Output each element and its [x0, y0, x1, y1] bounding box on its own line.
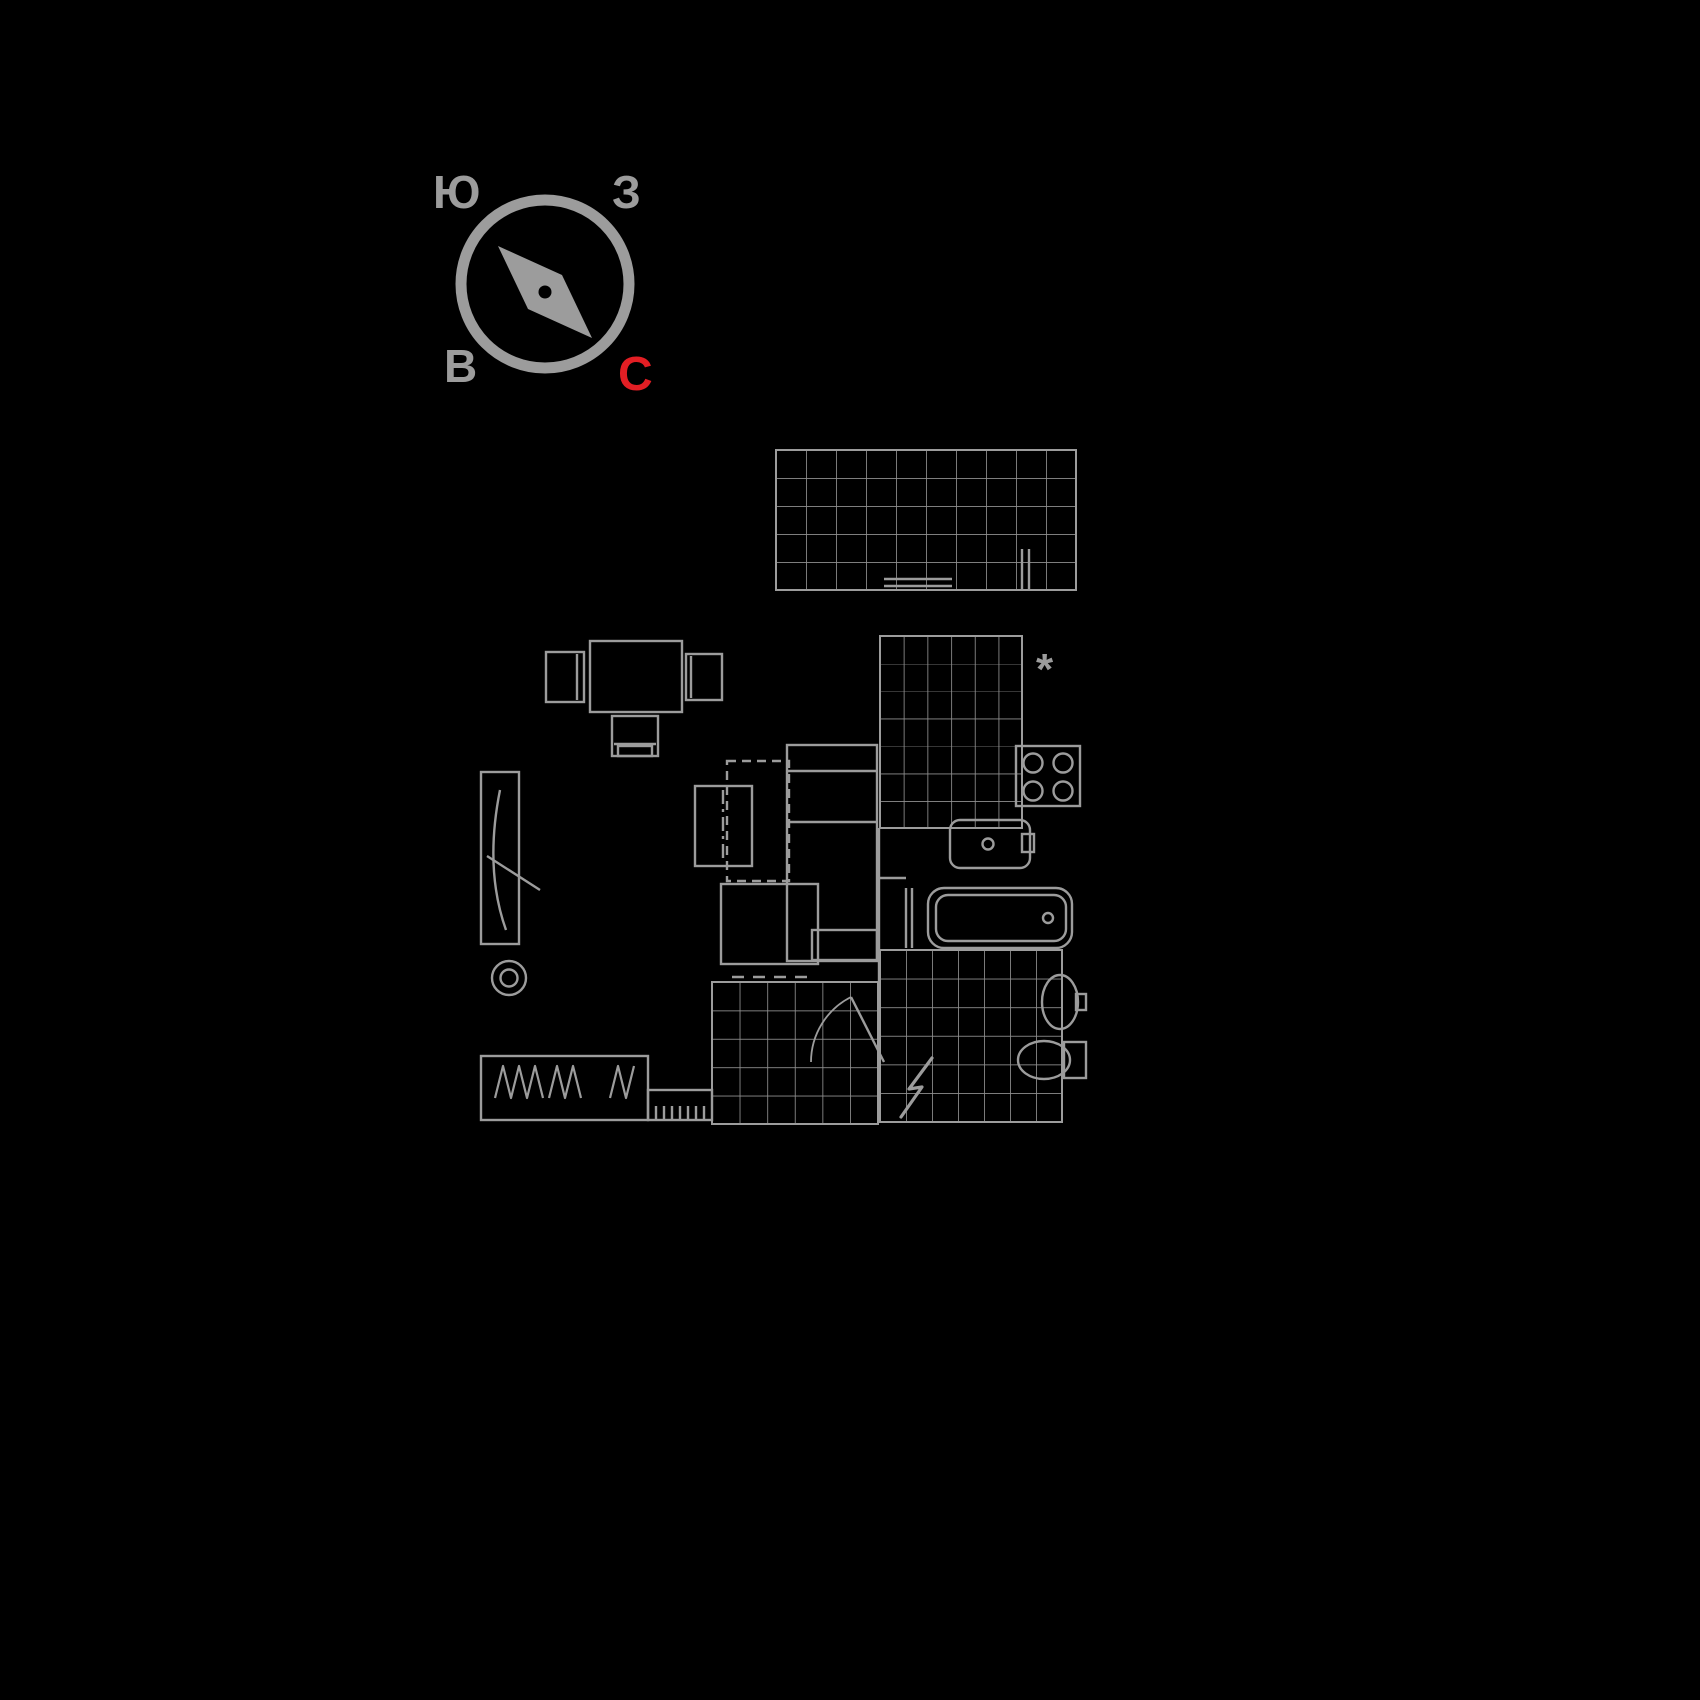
- stove-burner: [1052, 752, 1074, 774]
- closet-hangers: [547, 1064, 583, 1100]
- shoe-cabinet: [646, 1088, 714, 1122]
- kitchen-vent-symbol: *: [1036, 645, 1054, 694]
- wardrobe-door-swing: [486, 854, 541, 892]
- stove: [1014, 744, 1082, 808]
- compass-center-dot: [538, 285, 552, 299]
- compass-label-east: В: [444, 340, 477, 392]
- closet-hangers: [608, 1064, 636, 1100]
- bathtub-drain: [1041, 911, 1055, 925]
- hallway-door: [810, 996, 886, 1063]
- toilet-tank: [1062, 1040, 1088, 1080]
- toilet-bowl: [1016, 1039, 1072, 1081]
- hallway-floor-tiles: [711, 981, 879, 1125]
- compass: Ю З В С: [433, 166, 653, 401]
- washbasin-faucet: [1074, 992, 1088, 1012]
- compass-label-north: С: [618, 348, 653, 401]
- wall-segments: [877, 828, 906, 982]
- compass-circle: [455, 194, 635, 374]
- hallway-door-leaf: [849, 996, 886, 1063]
- entry-closet: [479, 1054, 650, 1122]
- bathroom: [879, 886, 1088, 1123]
- balcony-door-frame: [1020, 549, 1031, 590]
- stove-burner: [1022, 752, 1044, 774]
- dining-chair-bottom: [610, 714, 660, 758]
- hallway-door-arc: [810, 996, 852, 1063]
- sink-drain: [981, 837, 995, 851]
- mirror-wardrobe: [479, 770, 541, 946]
- washbasin: [1040, 973, 1088, 1031]
- compass-label-south: Ю: [433, 166, 480, 218]
- balcony-floor-tiles: [775, 449, 1077, 591]
- dining-chair-left: [544, 650, 586, 704]
- closet-hangers: [493, 1064, 545, 1100]
- bed-blanket: [810, 928, 879, 962]
- bathroom-floor-tiles: [879, 949, 1063, 1123]
- kitchen-sink: [948, 818, 1036, 870]
- stove-burner: [1052, 780, 1074, 802]
- living-room: [479, 639, 879, 997]
- nightstand: [693, 784, 754, 868]
- toilet: [1016, 1039, 1088, 1081]
- balcony: [775, 449, 1077, 591]
- compass-label-west: З: [612, 166, 641, 218]
- entry-hall: [479, 975, 886, 1125]
- dining-table: [588, 639, 684, 714]
- kitchen: *: [879, 635, 1082, 870]
- sink-faucet: [1020, 832, 1036, 854]
- stove-burner: [1022, 780, 1044, 802]
- balcony-door-threshold: [884, 577, 952, 588]
- kitchen-floor-tiles: [879, 635, 1023, 829]
- pouf: [490, 959, 528, 997]
- bathtub-inner: [934, 893, 1068, 943]
- shoe-cabinet-ticks: [654, 1106, 706, 1120]
- bathtub: [904, 886, 1074, 950]
- electrical-riser-icon: [899, 1056, 934, 1119]
- dining-chair-right: [684, 652, 724, 702]
- bed: [785, 743, 879, 963]
- desk: [719, 882, 820, 966]
- overhead-cabinet-dashed: [725, 759, 791, 883]
- dining-set: [544, 639, 724, 758]
- wardrobe-door-leaf: [492, 789, 508, 931]
